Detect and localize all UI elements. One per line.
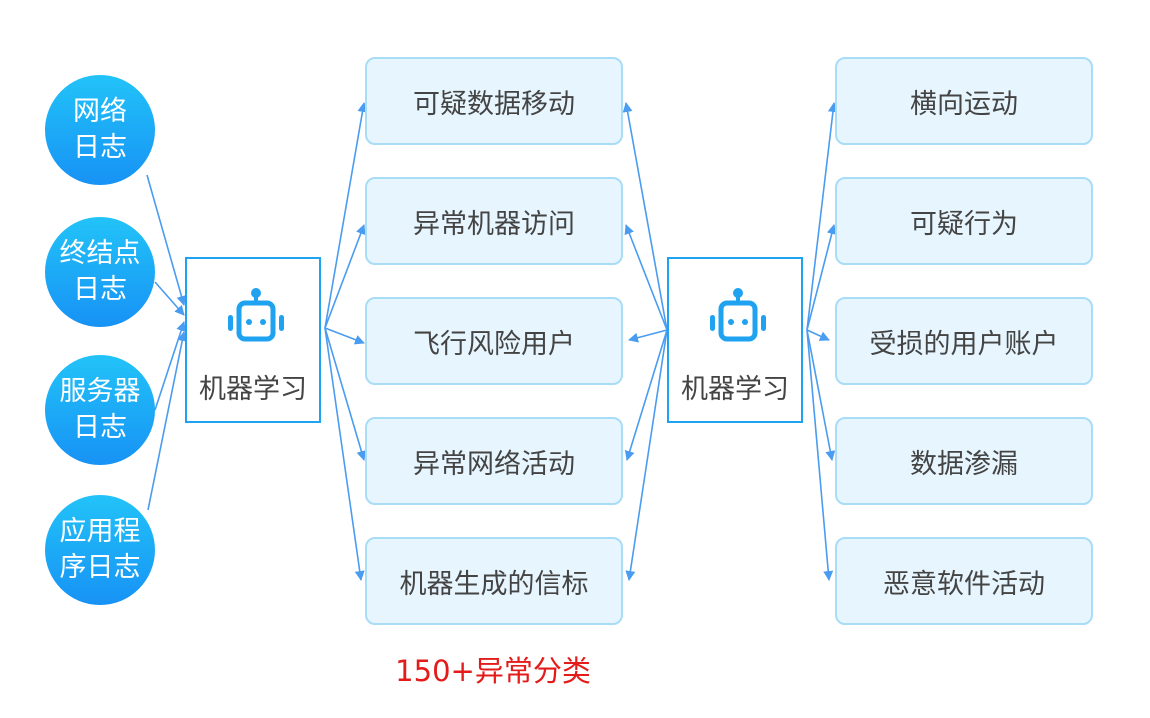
source-label: 终结点 日志 <box>59 238 141 305</box>
source-server-logs: 服务器 日志 <box>45 355 155 465</box>
arrow <box>154 281 185 316</box>
ml-label: 机器学习 <box>199 374 307 405</box>
arrow <box>324 327 365 345</box>
ml-box-left: 机器学习 <box>185 257 321 423</box>
source-app-logs: 应用程 序日志 <box>45 495 155 605</box>
source-endpoint-logs: 终结点 日志 <box>45 217 155 327</box>
robot-icon <box>710 288 766 342</box>
threat-box: 数据渗漏 <box>835 417 1093 505</box>
ml-box-right: 机器学习 <box>667 257 803 423</box>
arrow <box>624 224 668 331</box>
arrow <box>625 329 668 581</box>
arrow <box>324 102 368 329</box>
arrow <box>628 329 668 343</box>
arrow <box>806 329 830 341</box>
threat-box: 可疑行为 <box>835 177 1093 265</box>
anomaly-box: 飞行风险用户 <box>365 297 623 385</box>
arrow <box>324 327 365 581</box>
arrow <box>806 102 838 331</box>
threat-box: 恶意软件活动 <box>835 537 1093 625</box>
arrow <box>622 102 668 331</box>
threat-box: 受损的用户账户 <box>835 297 1093 385</box>
anomaly-box: 机器生成的信标 <box>365 537 623 625</box>
arrow <box>806 224 837 331</box>
ml-label: 机器学习 <box>681 374 789 405</box>
arrow <box>624 329 668 461</box>
arrow <box>806 329 834 581</box>
anomaly-box: 异常网络活动 <box>365 417 623 505</box>
arrow <box>324 224 366 329</box>
source-label: 应用程 序日志 <box>59 516 141 583</box>
robot-icon <box>228 288 284 342</box>
threat-box: 横向运动 <box>835 57 1093 145</box>
anomaly-box: 可疑数据移动 <box>365 57 623 145</box>
arrow <box>154 321 186 411</box>
anomaly-count-caption: 150+异常分类 <box>395 654 591 688</box>
arrow <box>806 329 836 461</box>
source-label: 服务器 日志 <box>59 376 141 443</box>
anomaly-box: 异常机器访问 <box>365 177 623 265</box>
arrow <box>146 174 187 306</box>
source-network-logs: 网络 日志 <box>45 75 155 185</box>
source-label: 网络 日志 <box>73 96 127 163</box>
arrow <box>324 327 367 461</box>
arrow <box>147 331 188 511</box>
